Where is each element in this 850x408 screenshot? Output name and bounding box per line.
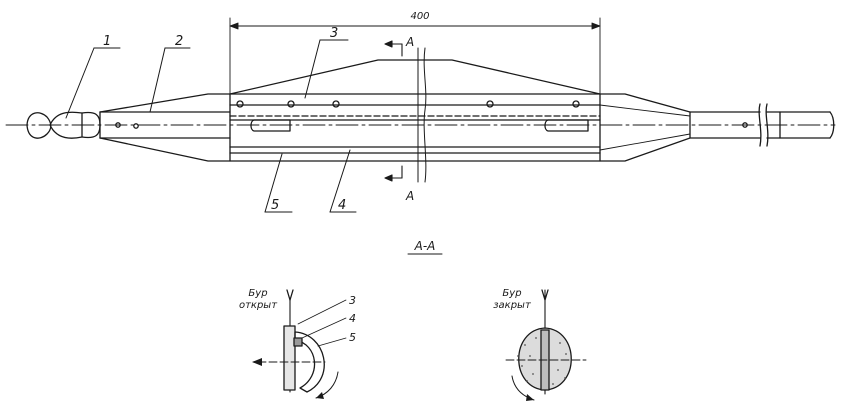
closed-state-line1: Бур xyxy=(502,288,521,299)
section-closed xyxy=(505,289,587,401)
section-cut-marks xyxy=(384,40,403,182)
pin-hole xyxy=(742,122,748,128)
rivet xyxy=(236,100,244,108)
rivet xyxy=(572,100,580,108)
open-state-line1: Бур xyxy=(248,288,267,299)
callout-3: 3 xyxy=(330,26,338,41)
callout-1: 1 xyxy=(103,34,111,49)
break-lines xyxy=(417,47,427,183)
open-state-line2: открыт xyxy=(239,300,278,311)
auger-shell xyxy=(229,59,601,162)
open-callout-3: 3 xyxy=(349,294,356,307)
callout-2: 2 xyxy=(175,34,183,49)
dimension-label: 400 xyxy=(410,11,429,22)
pin-hole xyxy=(115,122,121,128)
pin-hole xyxy=(133,123,139,129)
rivet xyxy=(287,100,295,108)
section-open xyxy=(252,289,347,399)
callout-5: 5 xyxy=(271,198,279,213)
auger-rod xyxy=(599,93,835,162)
rivet xyxy=(332,100,340,108)
rivet xyxy=(486,100,494,108)
dimension-400 xyxy=(229,17,601,95)
open-callout-5: 5 xyxy=(349,331,356,344)
closed-state-line2: закрыт xyxy=(493,300,532,311)
open-callout-4: 4 xyxy=(349,312,356,325)
cut-mark-top-label: A xyxy=(405,35,414,49)
auger-tube xyxy=(99,93,231,162)
callout-leaders xyxy=(65,39,357,213)
callout-4: 4 xyxy=(338,198,346,213)
section-title: A-A xyxy=(414,239,436,253)
cut-mark-bottom-label: A xyxy=(405,189,414,203)
